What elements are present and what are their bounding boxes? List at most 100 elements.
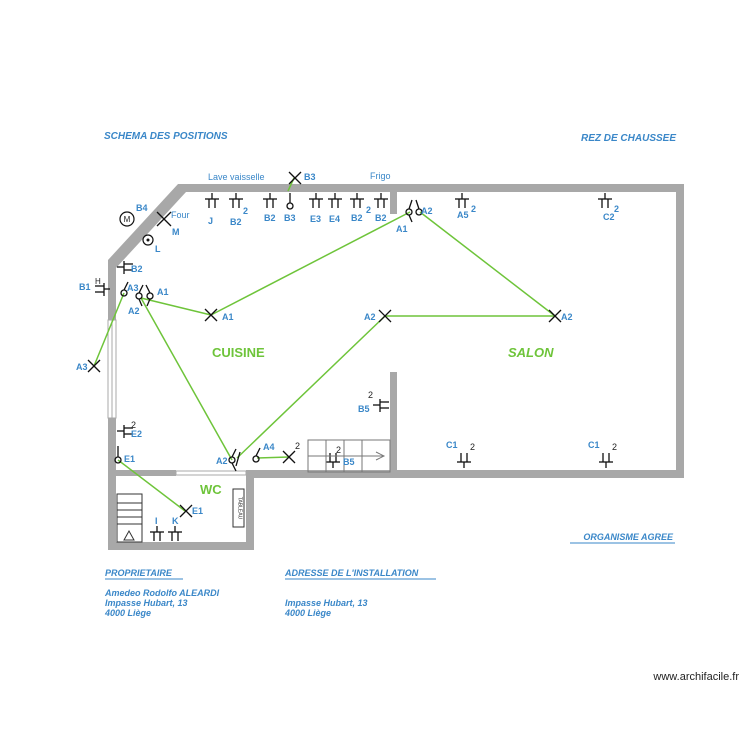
installation-city: 4000 Liège [284, 608, 331, 618]
wiring [93, 177, 556, 512]
socket-b5-bottom-icon [326, 453, 340, 468]
wall-bottom [246, 470, 684, 478]
wire-a3 [93, 292, 125, 367]
owner-name: Amedeo Rodolfo ALEARDI [104, 588, 220, 598]
room-wc: WC [200, 482, 222, 497]
label-b2-a: B2 [230, 217, 242, 227]
light-points [87, 171, 562, 518]
socket-c1-a-icon [457, 453, 471, 468]
tableau-label: TABLEAU [237, 497, 243, 520]
label-e3: E3 [310, 214, 321, 224]
switch-a1-a2-door-icon [405, 199, 423, 223]
label-a3-switch: A3 [127, 283, 139, 293]
label-b2-d: B2 [375, 213, 387, 223]
socket-b5-icon [373, 399, 389, 412]
switch-a4-icon [252, 447, 261, 463]
watermark: www.archifacile.fr [652, 671, 739, 683]
label-k: K [172, 516, 179, 526]
wire-a1 [140, 297, 212, 316]
meter-cabinet [116, 493, 143, 543]
label-a2-bottom: A2 [216, 456, 228, 466]
wall-left-lower [108, 418, 116, 550]
label-b1: B1 [79, 282, 91, 292]
label-e1-switch: E1 [124, 454, 135, 464]
socket-j-icon [205, 193, 219, 208]
wire-a1-door [210, 211, 411, 316]
wire-a4 [256, 456, 290, 459]
sockets [95, 193, 613, 541]
label-c2: C2 [603, 212, 615, 222]
room-salon: SALON [508, 345, 554, 360]
wall-top [178, 184, 684, 192]
owner-heading: PROPRIETAIRE [105, 568, 173, 578]
sup-b5: 2 [368, 390, 373, 400]
tableau-panel: TABLEAU [232, 488, 245, 528]
label-c1-b: C1 [588, 440, 600, 450]
socket-e3-icon [309, 193, 323, 208]
wall-partition-top [390, 192, 397, 214]
switch-b3-icon [286, 193, 294, 210]
wire-a2-bottom [236, 315, 386, 459]
wall-diagonal [108, 184, 186, 268]
label-frigo: Frigo [370, 171, 391, 181]
label-j: J [208, 216, 213, 226]
light-hood-icon [156, 211, 172, 227]
label-b3-b: B3 [284, 213, 296, 223]
socket-e4-icon [328, 193, 342, 208]
label-l: L [155, 244, 161, 254]
sup-c1-b: 2 [612, 442, 617, 452]
wire-a2-sw [140, 297, 233, 461]
socket-c2-icon [598, 193, 612, 208]
sup-b2-c: 2 [366, 205, 371, 215]
installation-heading: ADRESSE DE L'INSTALLATION [284, 568, 419, 578]
sup-c2: 2 [614, 204, 619, 214]
header-texts: SCHEMA DES POSITIONS REZ DE CHAUSSEE [104, 131, 676, 144]
label-b5-top: B5 [358, 404, 370, 414]
label-b2-b: B2 [264, 213, 276, 223]
label-a1-switch: A1 [157, 287, 169, 297]
label-b4: B4 [136, 203, 148, 213]
label-e2: E2 [131, 429, 142, 439]
organisme-block: ORGANISME AGREE [570, 532, 675, 544]
socket-b2-c-icon [350, 193, 364, 208]
schema-title: SCHEMA DES POSITIONS [104, 131, 228, 142]
label-a4: A4 [263, 442, 275, 452]
wall-partition [390, 372, 397, 472]
label-four: Four [171, 210, 190, 220]
circuit-labels: B3 J B2 2 B2 B3 E3 E4 B2 2 B2 A1 A2 A5 2… [76, 172, 619, 526]
wall-wc-bottom [108, 542, 254, 550]
label-m: M [172, 227, 180, 237]
label-b3-top: B3 [304, 172, 316, 182]
wire-e1 [117, 459, 186, 512]
socket-a5-icon [455, 193, 469, 208]
room-cuisine: CUISINE [212, 345, 265, 360]
walls [108, 184, 684, 550]
label-a2-right: A2 [561, 312, 573, 322]
socket-k-icon [168, 526, 182, 541]
label-a2-center: A2 [364, 312, 376, 322]
light-a2-center-icon [378, 309, 392, 323]
appliance-labels: Lave vaisselle Frigo Four [171, 171, 391, 220]
sup-c1-a: 2 [470, 442, 475, 452]
wire-a2-top [419, 211, 556, 317]
switch-a3-icon [120, 281, 129, 297]
installation-street: Impasse Hubart, 13 [285, 598, 368, 608]
installation-block: ADRESSE DE L'INSTALLATION Impasse Hubart… [284, 568, 436, 618]
label-c1-a: C1 [446, 440, 458, 450]
switch-a2-bottom-icon [228, 448, 241, 472]
owner-city: 4000 Liège [104, 608, 151, 618]
socket-b2-b-icon [263, 193, 277, 208]
label-a3-light: A3 [76, 362, 88, 372]
light-e1-icon [179, 504, 193, 518]
label-e4: E4 [329, 214, 340, 224]
label-a2-door: A2 [421, 206, 433, 216]
socket-c1-b-icon [599, 453, 613, 468]
window-left [107, 319, 117, 419]
label-a1-light: A1 [222, 312, 234, 322]
floor-title: REZ DE CHAUSSEE [581, 133, 676, 144]
label-lave-vaisselle: Lave vaisselle [208, 172, 265, 182]
label-h: H [95, 277, 101, 286]
wall-right [676, 184, 684, 478]
